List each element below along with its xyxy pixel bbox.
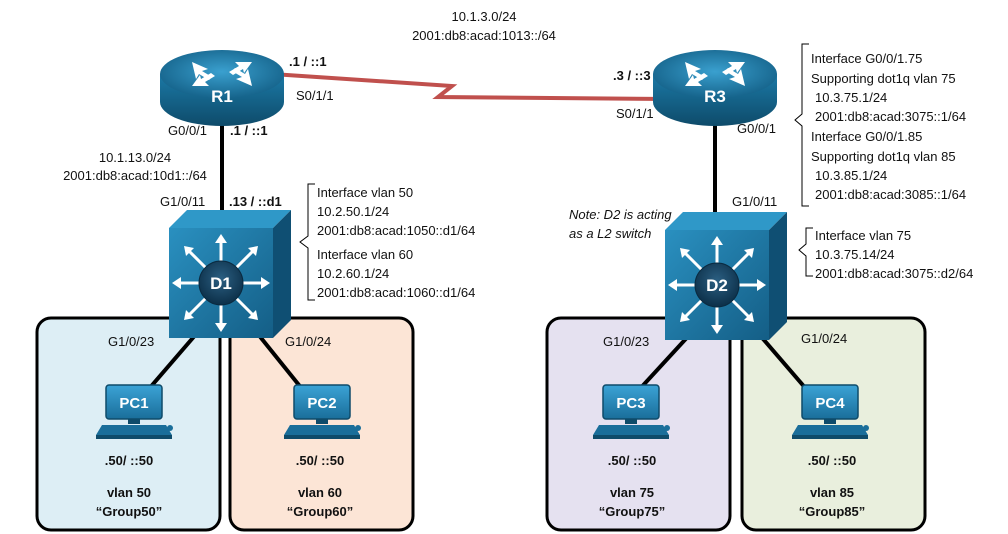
r3-info-line: 10.3.85.1/24 xyxy=(815,168,887,183)
pc4: PC4 xyxy=(792,384,869,439)
r1-d1-subnet-v6: 2001:db8:acad:10d1::/64 xyxy=(63,168,207,183)
pc-label: PC2 xyxy=(307,395,336,412)
r1-g-address: .1 / ::1 xyxy=(230,123,268,138)
pc1-group: “Group50” xyxy=(96,504,162,519)
d2-port-24: G1/0/24 xyxy=(801,331,847,346)
d1-info-line: Interface vlan 50 xyxy=(317,185,413,200)
d2-info-bracket xyxy=(798,227,813,277)
pc2-group: “Group60” xyxy=(287,504,353,519)
pc-label: PC1 xyxy=(119,395,148,412)
switch-label: D1 xyxy=(210,274,232,293)
d1-info-line: 2001:db8:acad:1060::d1/64 xyxy=(317,285,475,300)
r3-wan-address: .3 / ::3 xyxy=(613,68,651,83)
d2-port-23: G1/0/23 xyxy=(603,334,649,349)
r1-d1-subnet-v4: 10.1.13.0/24 xyxy=(99,150,171,165)
d1-info-line: 10.2.60.1/24 xyxy=(317,266,389,281)
pc4-vlan: vlan 85 xyxy=(810,485,854,500)
pc3: PC3 xyxy=(593,384,670,439)
switch-label: D2 xyxy=(706,276,728,295)
r1-serial-port: S0/1/1 xyxy=(296,88,334,103)
d2-info-line: 10.3.75.14/24 xyxy=(815,247,895,262)
d2-uplink-port: G1/0/11 xyxy=(732,194,777,209)
switch-d2: D2 xyxy=(665,212,787,340)
d1-port-24: G1/0/24 xyxy=(285,334,331,349)
pc1: PC1 xyxy=(96,384,173,439)
pc1-address: .50/ ::50 xyxy=(105,453,153,468)
pc3-address: .50/ ::50 xyxy=(608,453,656,468)
pc-label: PC3 xyxy=(616,395,645,412)
router-label: R1 xyxy=(211,87,233,106)
pc4-address: .50/ ::50 xyxy=(808,453,856,468)
r1-wan-address: .1 / ::1 xyxy=(289,54,327,69)
pc2: PC2 xyxy=(284,384,361,439)
d1-port-23: G1/0/23 xyxy=(108,334,154,349)
r3-info-line: 10.3.75.1/24 xyxy=(815,90,887,105)
d2-info-line: 2001:db8:acad:3075::d2/64 xyxy=(815,266,973,281)
d1-uplink-address: .13 / ::d1 xyxy=(229,194,282,209)
serial-link-r1-r3 xyxy=(271,72,671,101)
r3-info-line: 2001:db8:acad:3085::1/64 xyxy=(815,187,966,202)
r3-serial-port: S0/1/1 xyxy=(616,106,654,121)
wan-subnet-v6: 2001:db8:acad:1013::/64 xyxy=(412,28,556,43)
router-r3: R3 xyxy=(653,50,777,126)
d1-info-line: 10.2.50.1/24 xyxy=(317,204,389,219)
r3-g-port: G0/0/1 xyxy=(737,121,776,136)
r3-info-bracket xyxy=(794,43,809,207)
d2-note-line: as a L2 switch xyxy=(569,226,651,241)
d2-note-line: Note: D2 is acting xyxy=(569,207,672,222)
pc3-vlan: vlan 75 xyxy=(610,485,654,500)
vlan75-area xyxy=(545,316,732,532)
pc2-address: .50/ ::50 xyxy=(296,453,344,468)
r3-info-line: Supporting dot1q vlan 75 xyxy=(811,71,956,86)
r3-info-line: Interface G0/0/1.75 xyxy=(811,51,922,66)
r3-info-line: Interface G0/0/1.85 xyxy=(811,129,922,144)
switch-d1: D1 xyxy=(169,210,291,338)
router-label: R3 xyxy=(704,87,726,106)
d1-uplink-port: G1/0/11 xyxy=(160,194,205,209)
pc-label: PC4 xyxy=(815,395,845,412)
r1-g-port: G0/0/1 xyxy=(168,123,207,138)
pc3-group: “Group75” xyxy=(599,504,665,519)
wan-subnet-v4: 10.1.3.0/24 xyxy=(451,9,516,24)
pc4-group: “Group85” xyxy=(799,504,865,519)
d1-info-line: 2001:db8:acad:1050::d1/64 xyxy=(317,223,475,238)
router-r1: R1 xyxy=(160,50,284,126)
d1-info-bracket xyxy=(299,183,315,301)
router-arrows-icon xyxy=(192,62,252,86)
pc2-vlan: vlan 60 xyxy=(298,485,342,500)
r3-info-line: 2001:db8:acad:3075::1/64 xyxy=(815,109,966,124)
router-arrows-icon xyxy=(685,62,745,86)
d2-info-line: Interface vlan 75 xyxy=(815,228,911,243)
r3-info-line: Supporting dot1q vlan 85 xyxy=(811,149,956,164)
d1-info-line: Interface vlan 60 xyxy=(317,247,413,262)
pc1-vlan: vlan 50 xyxy=(107,485,151,500)
